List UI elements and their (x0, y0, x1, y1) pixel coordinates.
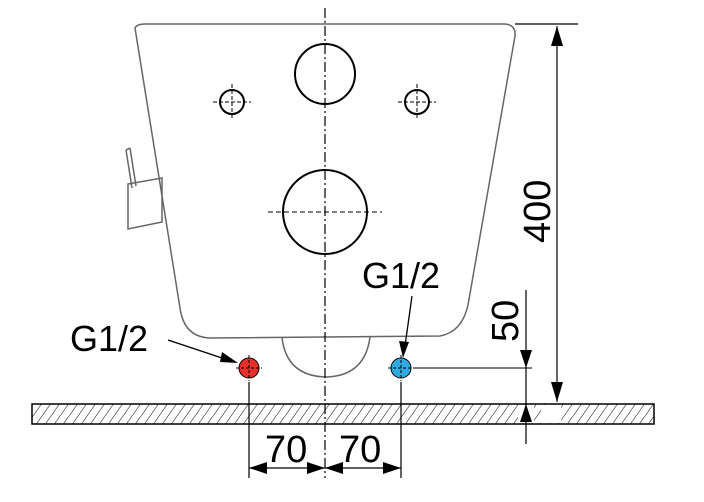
drain-hole (268, 169, 382, 255)
dim-400 (551, 26, 563, 402)
cold-connection-icon (388, 355, 414, 381)
leader-right (399, 295, 413, 358)
thread-label-right: G1/2 (362, 255, 440, 296)
dim-50 (520, 290, 532, 444)
toilet-bowl-outline (125, 23, 516, 378)
dim-label-400: 400 (517, 180, 559, 243)
hot-connection-icon (236, 355, 262, 381)
dim-70-70 (248, 382, 402, 478)
bolt-hole-right (398, 84, 436, 120)
floor-slab (31, 403, 655, 425)
dim-label-70-right: 70 (339, 429, 381, 471)
leader-left (167, 339, 238, 363)
dim-label-50: 50 (485, 300, 527, 342)
thread-label-left: G1/2 (70, 318, 148, 359)
upper-mounting-hole (294, 43, 356, 105)
dim-label-70-left: 70 (265, 429, 307, 471)
bolt-hole-left (213, 84, 251, 120)
